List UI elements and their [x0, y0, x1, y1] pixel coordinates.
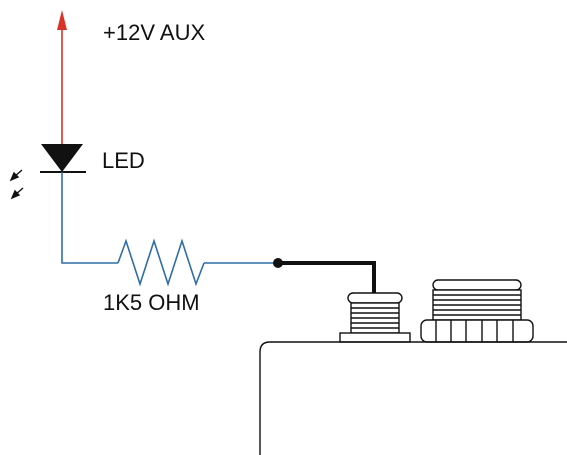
- led-icon: [40, 144, 86, 173]
- resistor-label: 1K5 OHM: [103, 290, 200, 315]
- light-emission-icon: [9, 169, 24, 200]
- supply-label: +12V AUX: [103, 20, 205, 45]
- resistor-icon: [117, 238, 205, 287]
- signal-wire: [61, 172, 118, 264]
- ground-wire: [278, 261, 376, 293]
- supply-wire: [57, 10, 67, 144]
- small-jack-icon: [339, 292, 411, 343]
- arrow-up-icon: [57, 10, 67, 30]
- led-label: LED: [102, 148, 145, 173]
- large-connector-icon: [420, 279, 534, 343]
- enclosure-outline: [259, 341, 567, 455]
